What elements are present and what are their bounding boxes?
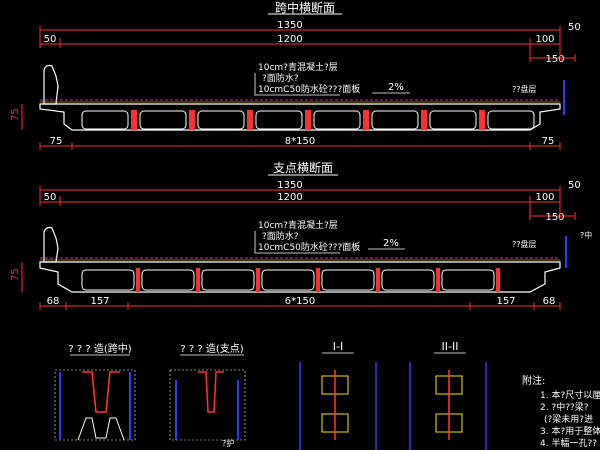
section2-slope: 2% bbox=[383, 238, 399, 249]
section1-dim-left-edge: 50 bbox=[44, 34, 57, 45]
detail2-note: ?护 bbox=[222, 438, 234, 448]
section1-height: 75 bbox=[10, 108, 21, 121]
notes-item-1: 1. 本?尺寸以厘 bbox=[540, 389, 600, 401]
section1-layer1: 10cm?青混凝土?层 bbox=[258, 61, 338, 73]
section1-deck-outline bbox=[39, 103, 561, 131]
section2-dim-right-mid: 100 bbox=[535, 192, 554, 203]
section2-layer-labels: 10cm?青混凝土?层 ?面防水? 10cmC50防水砼???面板 bbox=[258, 219, 360, 253]
detail1-group: ? ? ? 造(跨中) bbox=[54, 342, 136, 441]
section1-right-overhang: 75 bbox=[542, 136, 555, 147]
notes-item-3: (?梁未用?进 bbox=[544, 413, 593, 425]
section2-hollow-cells bbox=[81, 269, 495, 291]
detail1-title: ? ? ? 造(跨中) bbox=[68, 342, 131, 355]
section2-dim-left-edge: 50 bbox=[44, 192, 57, 203]
section2-right-label2: ?中 bbox=[580, 230, 592, 240]
section-a-label: I-I bbox=[333, 340, 343, 353]
section2-seg-157-right: 157 bbox=[496, 296, 515, 307]
section2-dim-right-top: 50 bbox=[568, 180, 581, 191]
section1-dim-ticks bbox=[39, 26, 576, 62]
section1-group: 跨中横断面 1350 50 1200 50 100 150 bbox=[10, 0, 581, 150]
section1-dim-right-top: 50 bbox=[568, 22, 581, 33]
notes-heading: 附注: bbox=[522, 374, 545, 387]
section1-bottom-ticks bbox=[39, 142, 561, 150]
detail1-joint-shape bbox=[77, 417, 125, 441]
section1-dim-right-mid: 100 bbox=[535, 34, 554, 45]
section2-layer1: 10cm?青混凝土?层 bbox=[258, 219, 338, 231]
notes-item-2: 2. ?中??梁? bbox=[540, 401, 589, 413]
section2-seg-157-left: 157 bbox=[90, 296, 109, 307]
section1-leader bbox=[254, 73, 340, 96]
section2-title: 支点横断面 bbox=[273, 160, 333, 175]
section1-dim-right-bottom: 150 bbox=[545, 54, 564, 65]
section2-seg-right: 68 bbox=[543, 296, 556, 307]
section-b-group: II-II bbox=[409, 340, 487, 450]
section2-right-label: ??盘层 bbox=[512, 239, 537, 249]
detail2-title: ? ? ? 造(支点) bbox=[180, 342, 243, 355]
detail1-frame bbox=[54, 369, 136, 441]
section1-slope: 2% bbox=[388, 82, 404, 93]
section2-deck-outline bbox=[39, 261, 561, 293]
section-b-label: II-II bbox=[442, 340, 459, 353]
section2-height: 75 bbox=[10, 268, 21, 281]
section2-layer2: ?面防水? bbox=[262, 230, 299, 242]
section1-box-spacing: 8*150 bbox=[285, 136, 315, 147]
notes-group: 附注: 1. 本?尺寸以厘 2. ?中??梁? (?梁未用?进 3. 本?用于整… bbox=[522, 374, 600, 449]
section2-layer3: 10cmC50防水砼???面板 bbox=[258, 241, 360, 253]
section1-title: 跨中横断面 bbox=[275, 0, 335, 15]
section2-joints bbox=[136, 268, 500, 292]
section1-joints bbox=[131, 110, 485, 130]
section-a-group: I-I bbox=[299, 340, 377, 450]
section1-parapet bbox=[43, 64, 59, 105]
section1-right-label: ??盘层 bbox=[512, 84, 537, 94]
notes-item-5: 4. 半幅一孔?? bbox=[540, 437, 597, 449]
section2-bottom-ticks bbox=[39, 302, 561, 310]
notes-item-4: 3. 本?用于整体 bbox=[540, 425, 600, 437]
section2-box-spacing: 6*150 bbox=[285, 296, 315, 307]
section2-parapet bbox=[43, 226, 59, 263]
section1-dim-total: 1350 bbox=[277, 20, 302, 31]
section2-dim-total: 1350 bbox=[277, 180, 302, 191]
detail1-rebar bbox=[82, 371, 120, 413]
section2-dim-inner: 1200 bbox=[277, 192, 302, 203]
section2-leader bbox=[254, 231, 340, 254]
section2-group: 支点横断面 1350 50 1200 50 100 150 bbox=[10, 160, 592, 310]
detail2-group: ? ? ? 造(支点) ?护 bbox=[169, 342, 246, 448]
section2-seg-left: 68 bbox=[47, 296, 60, 307]
detail2-frame bbox=[169, 369, 246, 441]
section2-dim-right-bottom: 150 bbox=[545, 212, 564, 223]
section1-hollow-cells bbox=[81, 110, 535, 130]
section2-dim-ticks bbox=[39, 186, 576, 220]
section1-layer2: ?面防水? bbox=[262, 72, 299, 84]
section1-layer-labels: 10cm?青混凝土?层 ?面防水? 10cmC50防水砼???面板 bbox=[258, 61, 360, 95]
detail2-rebar bbox=[198, 371, 224, 413]
section1-dim-inner: 1200 bbox=[277, 34, 302, 45]
section1-left-overhang: 75 bbox=[50, 136, 63, 147]
section1-layer3: 10cmC50防水砼???面板 bbox=[258, 83, 360, 95]
